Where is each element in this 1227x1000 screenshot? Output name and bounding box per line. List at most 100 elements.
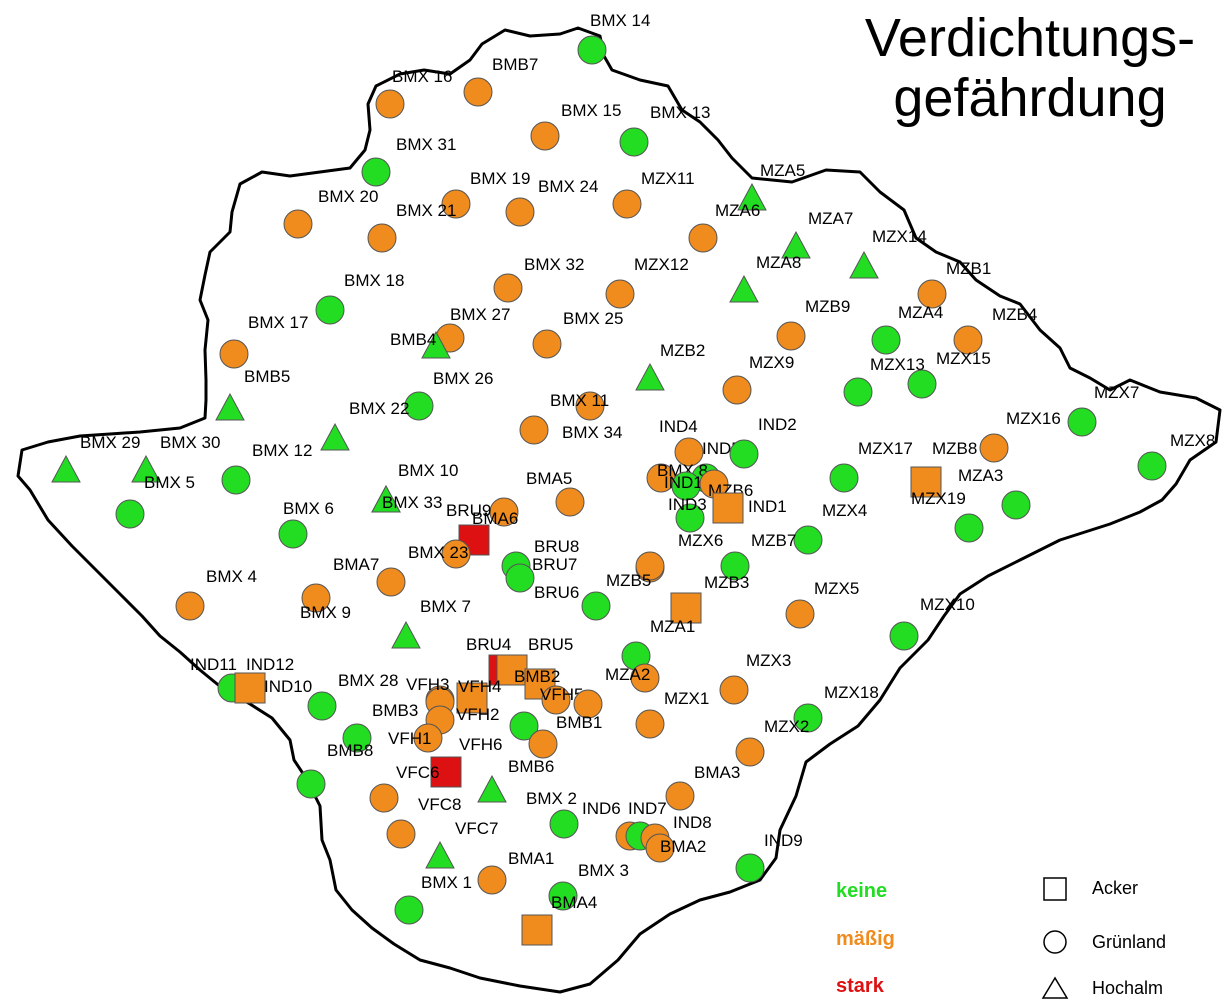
site-marker-MZX2 [735,737,765,767]
site-marker-IND10 [307,691,337,721]
site-marker-BMB4 [421,330,451,359]
site-marker-MZX19 [954,513,984,543]
site-BMX2: BMX 2 [526,789,579,839]
site-marker-BMX31 [361,157,391,187]
site-marker-BMX2 [549,809,579,839]
site-VFC8: VFC8 [369,783,461,814]
map-title-line-1: Verdichtungs- [864,8,1196,68]
site-label-MZX18: MZX18 [824,683,879,702]
site-MZX13: MZX13 [843,355,925,407]
site-label-MZB9: MZB9 [805,297,850,316]
site-label-BMA7: BMA7 [333,555,379,574]
site-label-MZX2: MZX2 [764,717,809,736]
site-label-MZA8: MZA8 [756,253,801,272]
site-BMA4: BMA4 [548,881,597,912]
site-label-IND10: IND10 [264,677,312,696]
site-BMA7: BMA7 [333,555,406,597]
site-BMX12: BMX 12 [221,441,312,495]
site-label-BMB8: BMB8 [327,741,373,760]
site-label-BRU9: BRU9 [446,501,491,520]
site-BMX1: BMX 1 [394,873,472,925]
site-VFH4: VFH4 [456,677,501,714]
site-IND1: IND1 [712,492,787,524]
site-BRU6: BRU6 [534,583,611,621]
site-BMX16: BMX 16 [375,67,452,119]
site-BMB4: BMB4 [390,330,451,359]
site-MZX15: MZX15 [907,349,991,399]
site-label-BRU8: BRU8 [534,537,579,556]
site-BMX30: BMX 30 [131,433,220,483]
site-marker-MZX11 [612,189,642,219]
site-marker-BMX3 [477,865,507,895]
site-MZX3: MZX3 [719,651,791,705]
site-MZB9: MZB9 [776,297,850,351]
site-BMA6: BMA6 [458,509,518,556]
site-marker-MZX15 [907,369,937,399]
site-label-MZA5: MZA5 [760,161,805,180]
legend-level-maessig: mäßig [836,928,895,950]
site-marker-BMX23 [441,539,471,569]
site-BMB1: BMB1 [556,689,603,732]
site-marker-MZA3 [1001,490,1031,520]
site-label-VFH2: VFH2 [456,705,499,724]
site-VFC7: VFC7 [386,819,498,849]
site-marker-MZX1 [635,709,665,739]
site-BMX25: BMX 25 [532,309,623,359]
site-marker-MZX7 [1067,407,1097,437]
site-VFH1: VFH1 [388,723,443,753]
site-label-BMX32: BMX 32 [524,255,584,274]
site-marker-MZB5 [635,551,665,581]
site-marker-BRU6 [581,591,611,621]
site-label-MZX16: MZX16 [1006,409,1061,428]
site-label-BMX6: BMX 6 [283,499,334,518]
site-label-VFC7: VFC7 [455,819,498,838]
site-BMX11: BMX 11 [550,391,609,421]
site-label-BMX11: BMX 11 [550,391,609,410]
map-title-line-2: gefährdung [893,68,1167,128]
site-MZB7: MZB7 [720,531,796,581]
site-label-BMX13: BMX 13 [650,103,710,122]
site-label-BRU7: BRU7 [532,555,577,574]
site-marker-BMA2 [645,833,675,863]
site-BMX9: BMX 9 [300,583,351,622]
site-MZX1: MZX1 [635,689,709,739]
site-label-BMX14: BMX 14 [590,11,650,30]
site-marker-BMB7 [463,77,493,107]
site-marker-BMX25 [532,329,562,359]
site-label-VFH3: VFH3 [406,675,449,694]
site-BMB8b [296,769,326,799]
site-label-BMX3: BMX 3 [578,861,629,880]
site-label-BMX7: BMX 7 [420,597,471,616]
site-BMX22: BMX 22 [320,399,409,451]
site-MZX19: MZX19 [911,489,984,543]
legend-usage-acker: Acker [1092,878,1139,898]
site-label-MZB5: MZB5 [606,571,651,590]
site-label-IND1: IND1 [748,497,787,516]
site-MZB5: MZB5 [606,551,665,590]
site-label-MZX6: MZX6 [678,531,723,550]
site-label-MZA4: MZA4 [898,303,943,322]
site-marker-MZA2 [630,663,660,693]
site-marker-BMB6 [477,774,507,803]
site-label-BMA6: BMA6 [472,509,518,528]
site-label-VFH5: VFH5 [540,685,583,704]
site-label-BMA1: BMA1 [508,849,554,868]
site-marker-BMX7 [391,620,421,649]
site-label-MZX19: MZX19 [911,489,966,508]
site-label-BMX24: BMX 24 [538,177,598,196]
site-label-BMB7: BMB7 [492,55,538,74]
site-marker-BMX26 [404,391,434,421]
legend-level-keine: keine [836,880,888,902]
site-MZB1: MZB1 [917,259,991,309]
site-label-MZX10: MZX10 [920,595,975,614]
site-label-BRU5: BRU5 [528,635,573,654]
site-marker-BRU7 [505,563,535,593]
site-BMX17: BMX 17 [219,313,308,369]
site-BMX32: BMX 32 [493,255,584,303]
site-MZB3: MZB3 [670,573,749,624]
site-label-BMX29: BMX 29 [80,433,140,452]
site-label-BMX5: BMX 5 [144,473,195,492]
site-BMX7: BMX 7 [391,597,471,649]
site-marker-MZX4 [793,525,823,555]
site-marker-BMB5 [215,392,245,421]
